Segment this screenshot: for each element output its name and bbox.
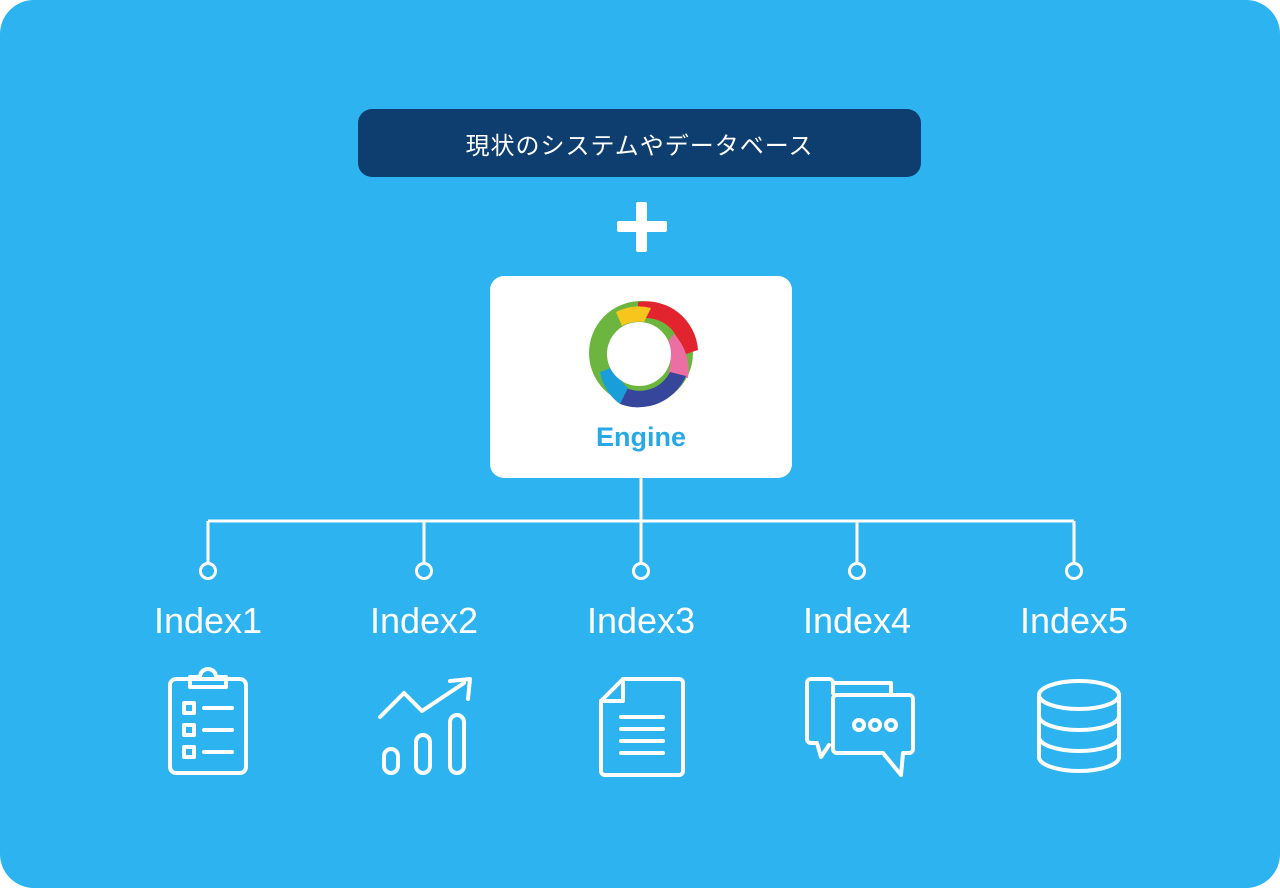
branch-index5 — [1065, 521, 1083, 580]
engine-label: Engine — [595, 422, 686, 452]
branch-index2 — [415, 521, 433, 580]
clipboard-checklist-icon — [168, 667, 248, 775]
document-icon — [599, 677, 685, 777]
branch-index3 — [632, 521, 650, 580]
index3-label: Index3 — [586, 600, 696, 641]
branch-index4 — [848, 521, 866, 580]
engine-logo-icon — [589, 301, 698, 408]
index5-label: Index5 — [1019, 600, 1129, 641]
chat-bubbles-icon — [805, 677, 915, 777]
database-icon — [1037, 679, 1121, 773]
bar-chart-trend-icon — [378, 677, 472, 775]
index4-label: Index4 — [802, 600, 912, 641]
plus-icon — [617, 202, 667, 252]
index1-label: Index1 — [153, 600, 263, 641]
branch-index1 — [199, 521, 217, 580]
engine-card: Engine — [490, 276, 792, 478]
source-systems-label: 現状のシステムやデータベース — [465, 131, 814, 160]
index2-label: Index2 — [369, 600, 479, 641]
source-systems-box: 現状のシステムやデータベース — [358, 109, 921, 177]
